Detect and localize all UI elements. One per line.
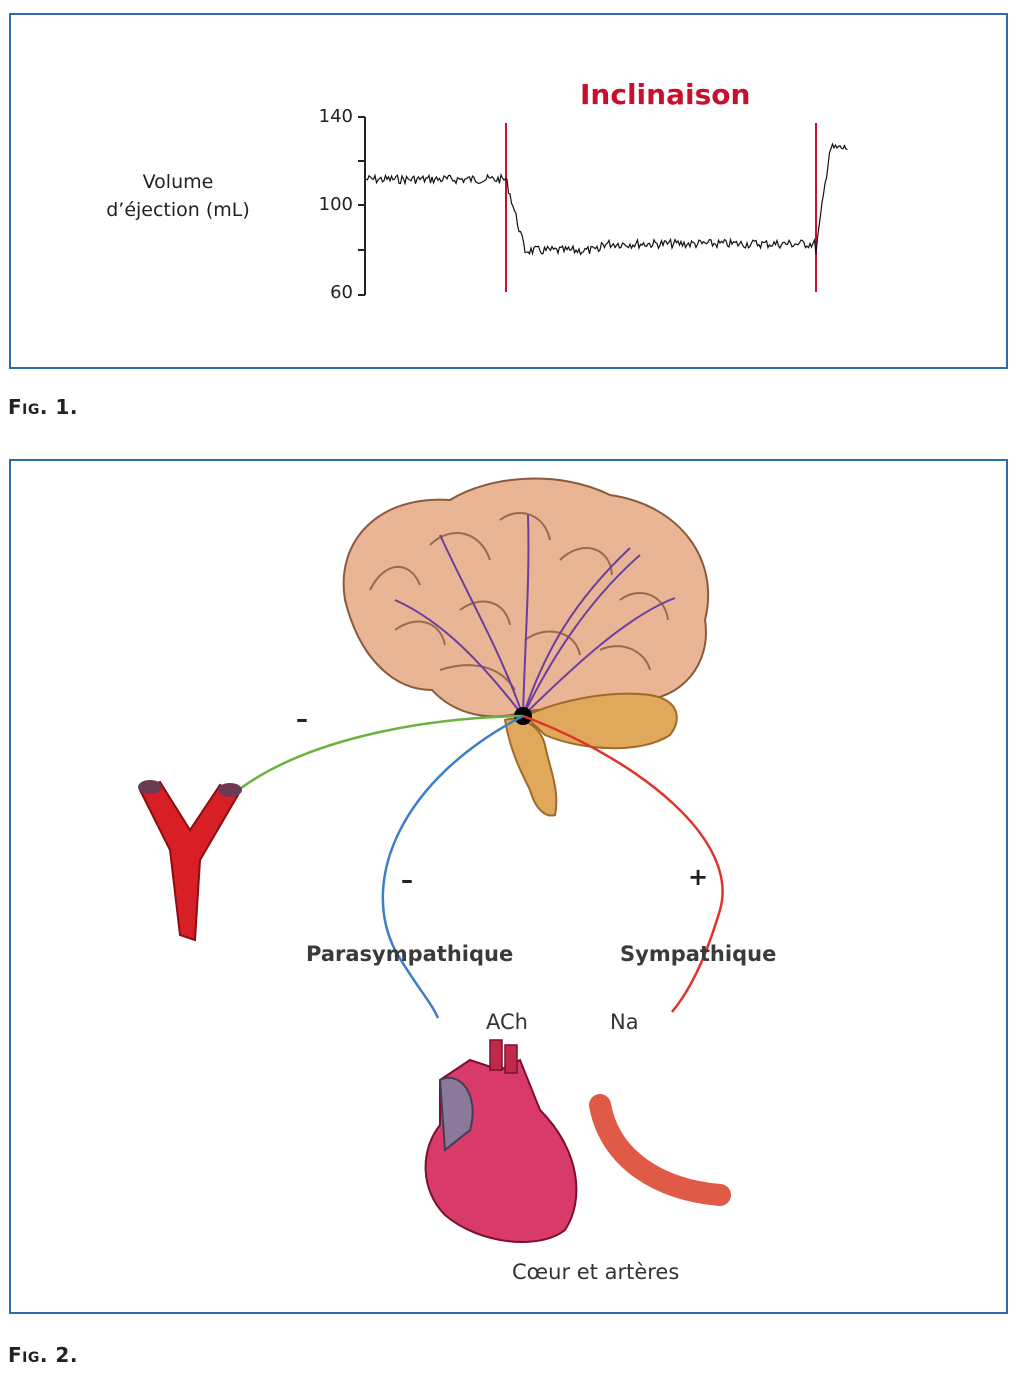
sympathetic-sign: + <box>688 863 709 891</box>
vascular-nerve <box>231 714 524 796</box>
figure-2-caption: Fig. 2. <box>8 1343 78 1367</box>
parasympathetic-sign: – <box>401 866 413 894</box>
y-tick-100: 100 <box>318 194 353 215</box>
artery-icon <box>589 1094 731 1206</box>
parasympathetic-nerve <box>381 714 524 1019</box>
brain-illustration <box>342 477 710 817</box>
heart-icon <box>424 1039 578 1243</box>
y-tick-60: 60 <box>330 282 353 303</box>
y-axis <box>358 116 366 296</box>
y-tick-140: 140 <box>318 106 353 127</box>
blood-vessel-icon <box>138 780 242 942</box>
heart-arteries-label: Cœur et artères <box>512 1260 680 1284</box>
stroke-volume-chart <box>358 116 848 296</box>
ach-label: ACh <box>486 1010 528 1034</box>
y-axis-label: Volume d’éjection (mL) <box>98 168 258 224</box>
cortical-fibers <box>394 514 676 717</box>
figure-1-caption: Fig. 1. <box>8 395 78 419</box>
y-axis-label-line2: d’éjection (mL) <box>106 199 250 221</box>
vascular-sign: – <box>296 705 308 733</box>
y-axis-label-line1: Volume <box>142 171 214 193</box>
na-label: Na <box>610 1010 639 1034</box>
stroke-volume-trace <box>365 142 848 256</box>
event-label-inclinaison: Inclinaison <box>580 78 751 111</box>
parasympathetic-label: Parasympathique <box>306 942 514 966</box>
sympathetic-label: Sympathique <box>620 942 777 966</box>
sympathetic-nerve <box>522 714 724 1013</box>
